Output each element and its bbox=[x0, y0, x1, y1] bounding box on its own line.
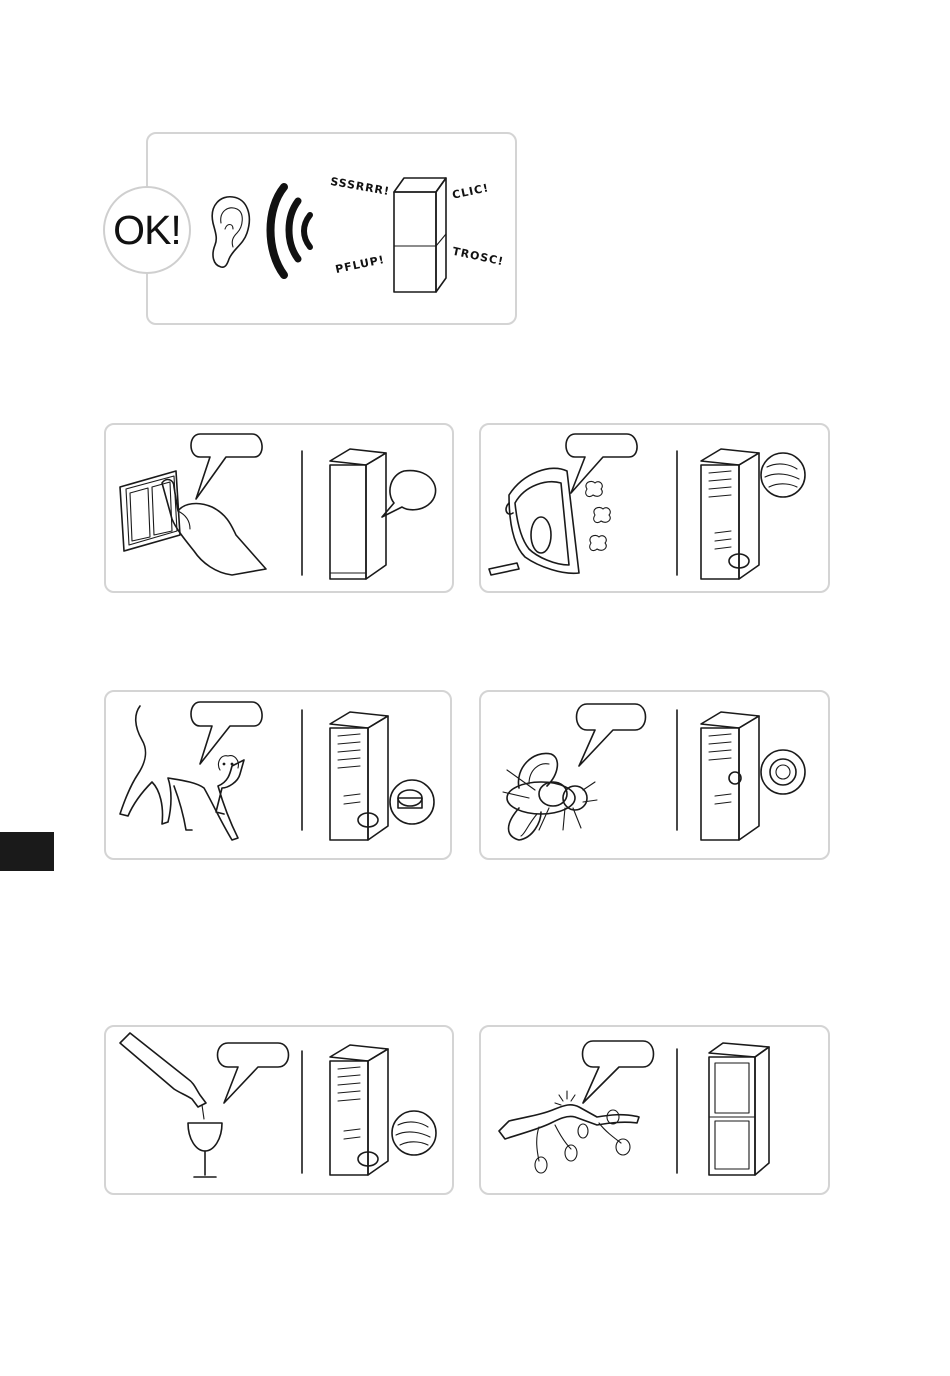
ok-badge: OK! bbox=[103, 186, 191, 274]
panel-branch-drawing bbox=[479, 1025, 830, 1195]
panel-steam-iron-drawing bbox=[479, 423, 830, 593]
fridge-icon bbox=[701, 449, 759, 579]
speech-bubble bbox=[583, 1041, 654, 1103]
wine-glass-icon bbox=[120, 1033, 222, 1177]
speech-bubble bbox=[191, 702, 262, 764]
branch-icon bbox=[499, 1091, 639, 1173]
steam-iron-icon bbox=[489, 468, 579, 575]
panel-fly-drawing bbox=[479, 690, 830, 860]
fridge-icon bbox=[330, 449, 386, 579]
fly-icon bbox=[503, 753, 597, 840]
sound-waves-icon bbox=[262, 183, 317, 278]
ear-icon bbox=[205, 193, 255, 271]
cat-icon bbox=[120, 706, 244, 840]
light-switch-icon bbox=[120, 471, 180, 551]
speech-bubble bbox=[191, 434, 262, 499]
ok-label: OK! bbox=[113, 207, 181, 254]
fridge-icon bbox=[709, 1043, 769, 1175]
fridge-icon bbox=[330, 1045, 388, 1175]
steam-puffs bbox=[586, 481, 611, 550]
fridge-icon bbox=[701, 712, 759, 840]
panel-wine-drawing bbox=[104, 1025, 454, 1195]
speech-bubble bbox=[577, 704, 646, 766]
fridge-icon bbox=[330, 712, 388, 840]
panel-light-switch-drawing bbox=[104, 423, 454, 593]
ok-sound-panel bbox=[146, 132, 517, 325]
side-tab bbox=[0, 832, 54, 871]
panel-cat-drawing bbox=[104, 690, 452, 860]
fridge-icon bbox=[392, 174, 448, 294]
speech-bubble bbox=[218, 1043, 289, 1103]
